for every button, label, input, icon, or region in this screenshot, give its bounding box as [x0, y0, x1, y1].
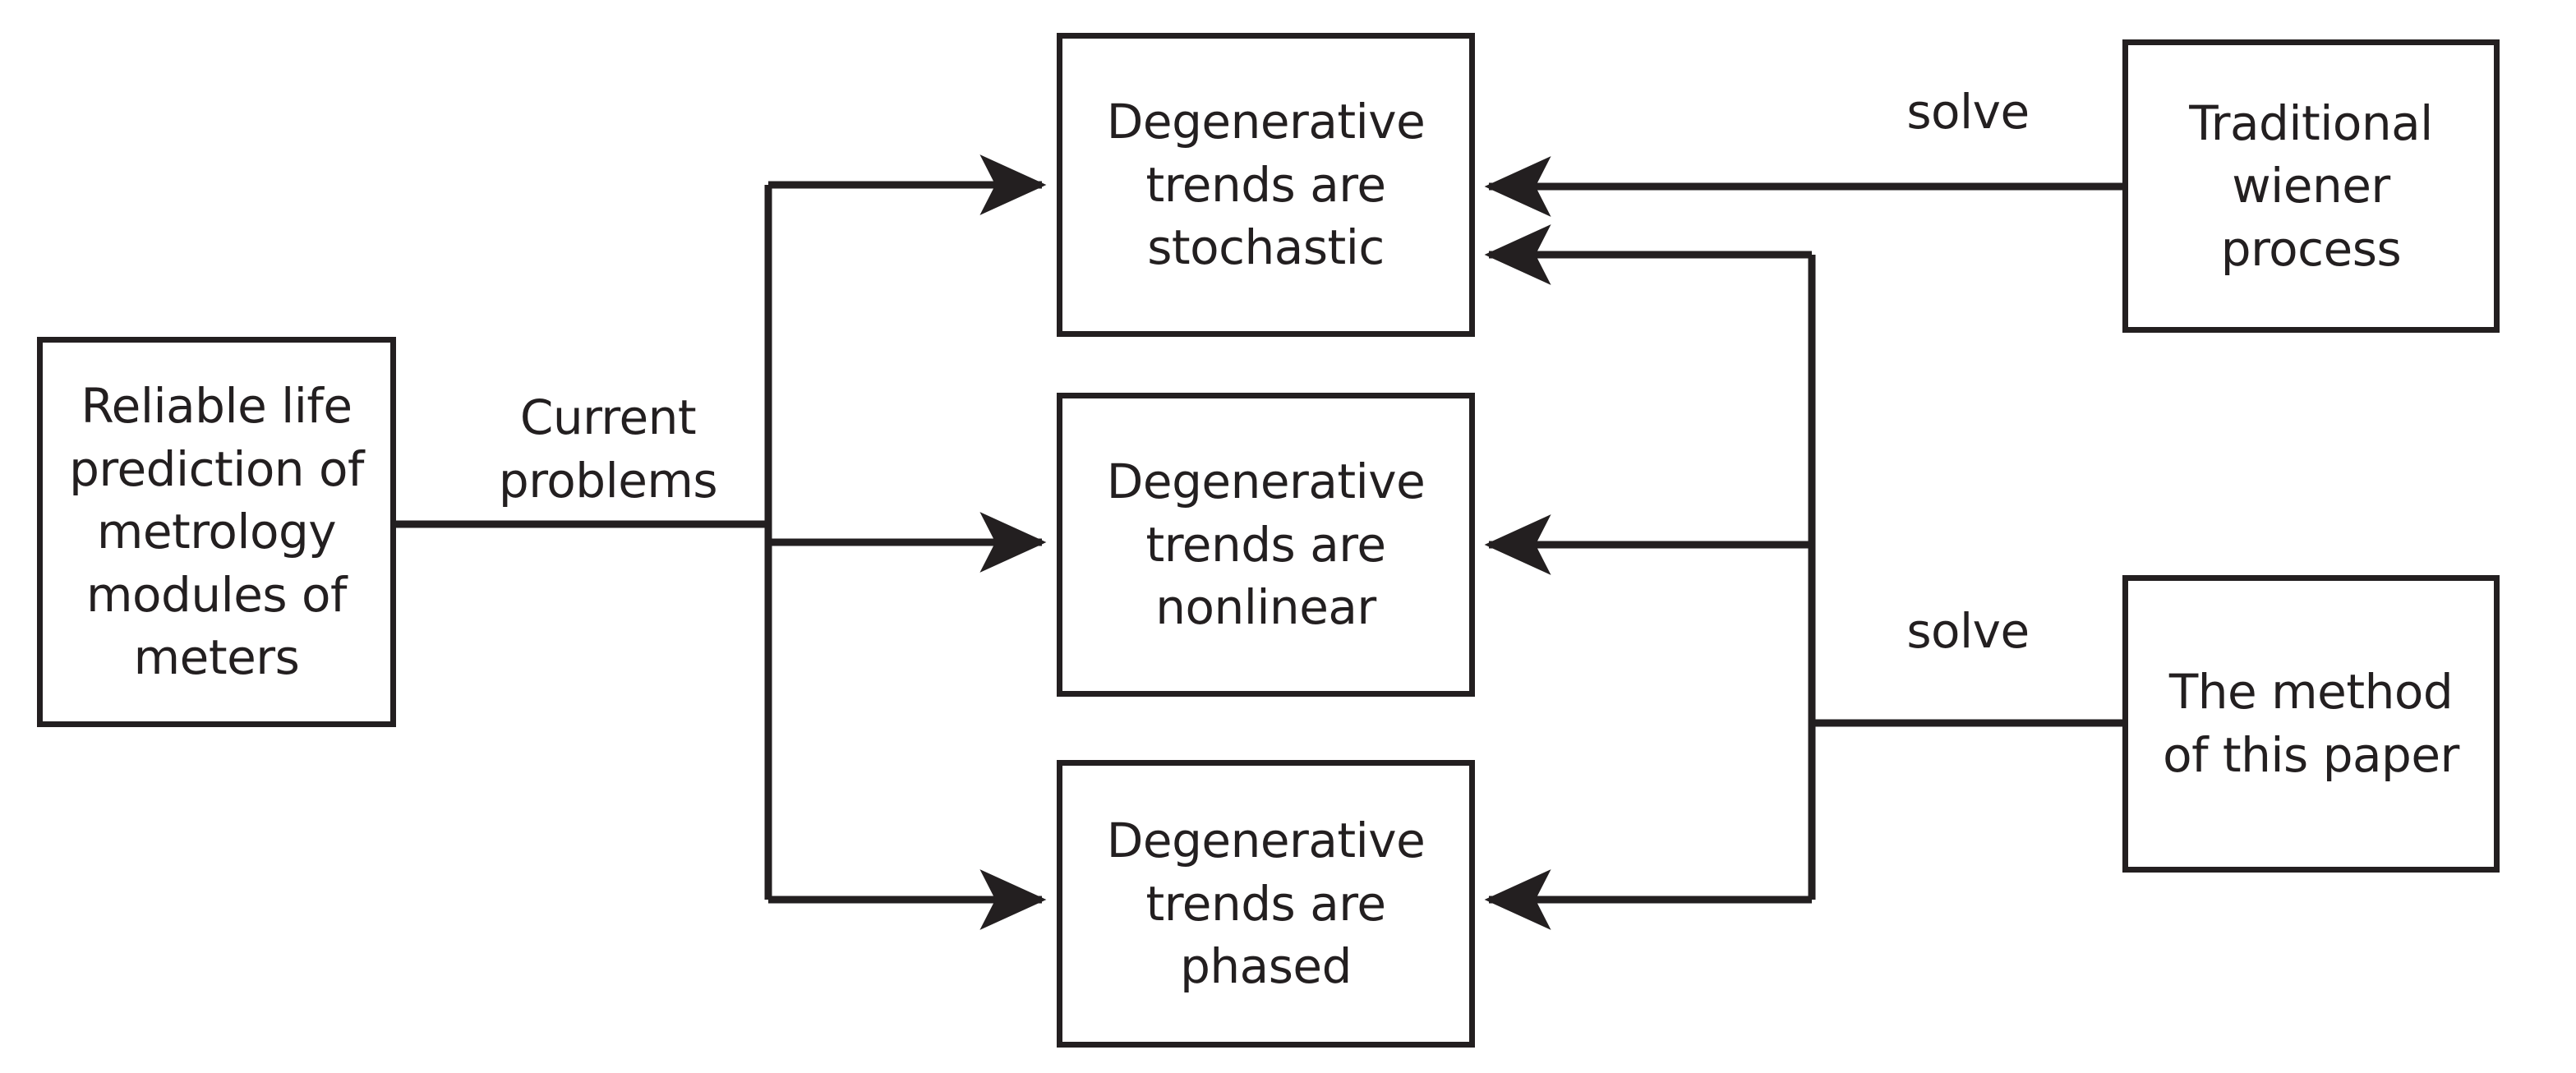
node-source[interactable]: Reliable life prediction of metrology mo…	[37, 337, 396, 727]
node-problem-stochastic[interactable]: Degenerative trends are stochastic	[1057, 33, 1475, 337]
node-problem-phased[interactable]: Degenerative trends are phased	[1057, 760, 1475, 1048]
edge-label-solve-traditional: solve	[1906, 84, 2030, 140]
node-problem-nonlinear[interactable]: Degenerative trends are nonlinear	[1057, 393, 1475, 697]
edge-source-to-problems	[396, 154, 1047, 930]
edge-label-solve-paper: solve	[1906, 603, 2030, 659]
node-traditional-wiener-process[interactable]: Traditional wiener process	[2122, 39, 2500, 333]
edge-label-current-problems: Current problems	[498, 389, 718, 509]
node-paper-method[interactable]: The method of this paper	[2122, 575, 2500, 873]
edge-paper-to-problems	[1484, 224, 2122, 930]
